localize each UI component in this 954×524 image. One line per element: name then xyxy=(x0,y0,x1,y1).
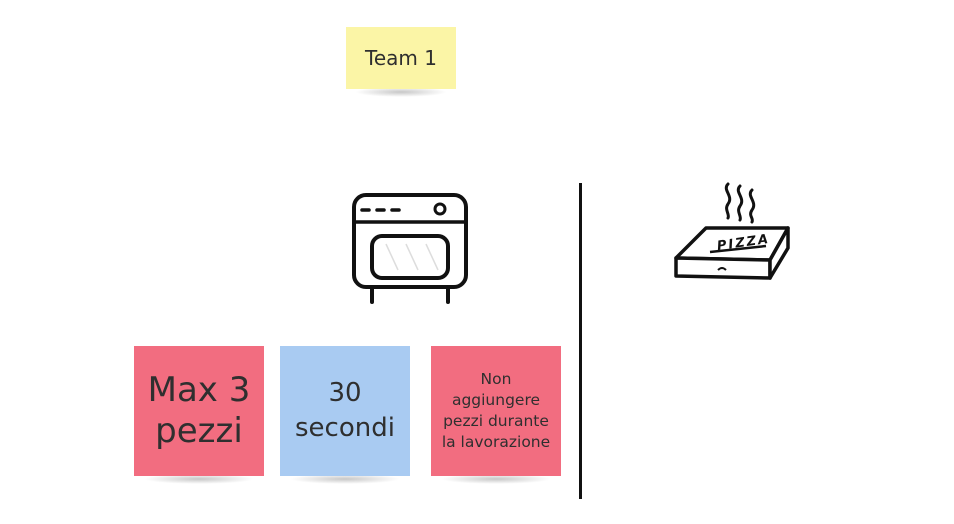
pizza-box-label: PIZZA xyxy=(716,232,771,254)
vertical-divider xyxy=(579,183,582,499)
team-sticky-note[interactable]: Team 1 xyxy=(346,27,456,97)
oven-icon xyxy=(352,193,468,304)
team-note-text: Team 1 xyxy=(365,46,437,70)
note-text: 30 secondi xyxy=(295,377,395,443)
sticky-note-non-aggiungere[interactable]: Non aggiungere pezzi durante la lavorazi… xyxy=(431,346,561,484)
sticky-note-secondi[interactable]: 30 secondi xyxy=(280,346,410,484)
sticky-note-max[interactable]: Max 3 pezzi xyxy=(134,346,264,484)
note-text: Max 3 pezzi xyxy=(147,370,251,451)
note-text: Non aggiungere pezzi durante la lavorazi… xyxy=(441,370,551,451)
pizza-box-icon: PIZZA xyxy=(674,182,790,280)
